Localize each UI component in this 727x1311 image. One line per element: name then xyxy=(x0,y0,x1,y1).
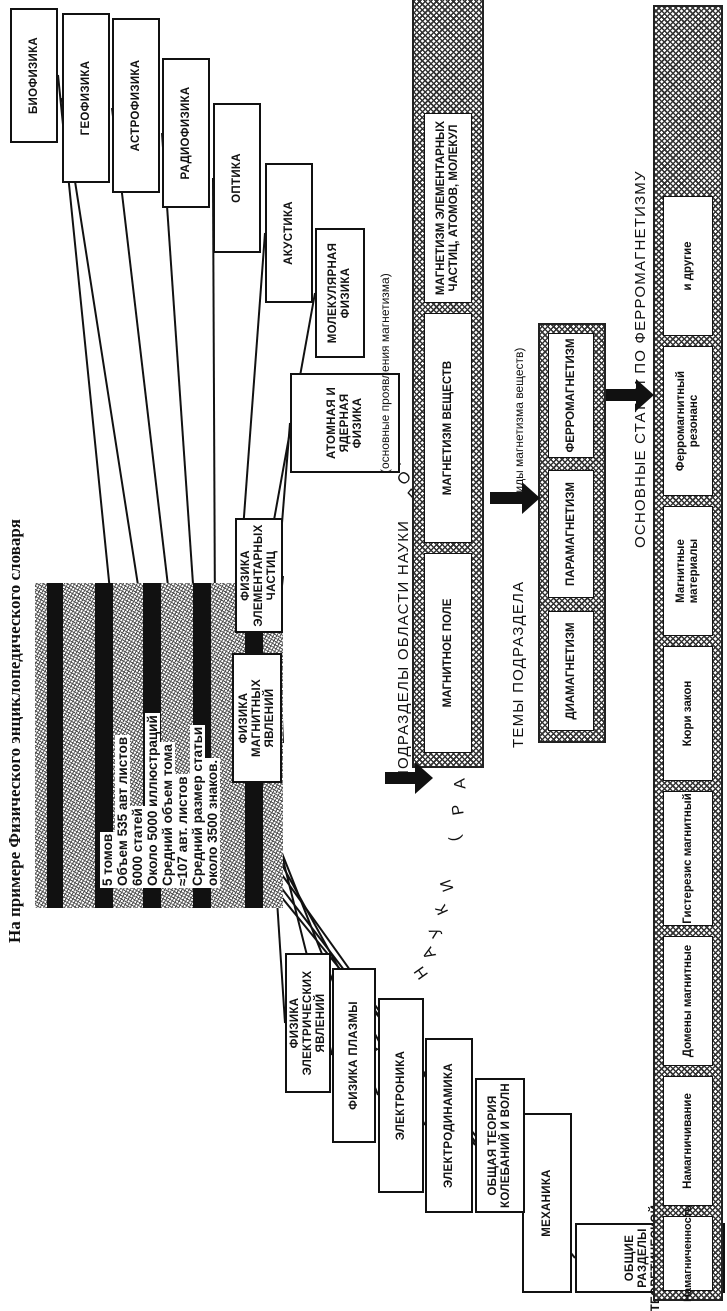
encyclopedia-stats: 5 томов Объем 535 авт листов 6000 статей… xyxy=(100,603,220,888)
subsections-note: (основные проявления магнетизма) xyxy=(378,273,392,473)
arrow-down-icon xyxy=(385,762,433,794)
stat-avg-volume-value: ≈107 авт. листов xyxy=(175,774,190,888)
area-plasma-physics: ФИЗИКА ПЛАЗМЫ xyxy=(332,968,376,1143)
area-electrodynamics: ЭЛЕКТРОДИНАМИКА xyxy=(425,1038,473,1213)
stat-size: Объем 535 авт листов xyxy=(115,734,130,888)
area-radiophysics: РАДИОФИЗИКА xyxy=(162,58,210,208)
article-magnetization: Намагниченность xyxy=(663,1205,713,1302)
area-electric-phenomena: ФИЗИКА ЭЛЕКТРИЧЕСКИХ ЯВЛЕНИЙ xyxy=(285,953,331,1093)
stat-avg-volume-label: Средний объем тома xyxy=(160,742,175,888)
subsections-label: ПОДРАЗДЕЛЫ ОБЛАСТИ НАУКИ xyxy=(395,519,412,781)
article-magnetizing: Намагничивание xyxy=(663,1076,713,1206)
page-title: На примере Физического энциклопедическог… xyxy=(5,519,24,943)
article-magnetic-hysteresis: Гистерезис магнитный xyxy=(663,791,713,926)
connector-line xyxy=(161,132,196,614)
topic-diamagnetism: ДИАМАГНЕТИЗМ xyxy=(548,611,594,731)
subsection-particle-magnetism: МАГНЕТИЗМ ЭЛЕМЕНТАРНЫХ ЧАСТИЦ, АТОМОВ, М… xyxy=(424,113,472,303)
area-biophysics: БИОФИЗИКА xyxy=(10,8,58,143)
area-mechanics: МЕХАНИКА xyxy=(522,1113,572,1293)
arrow-down-icon xyxy=(490,482,540,514)
topics-label: ТЕМЫ ПОДРАЗДЕЛА xyxy=(510,580,527,748)
topic-paramagnetism: ПАРАМАГНЕТИЗМ xyxy=(548,470,594,598)
area-optics: ОПТИКА xyxy=(213,103,261,253)
area-elementary-particles: ФИЗИКА ЭЛЕМЕНТАРНЫХ ЧАСТИЦ xyxy=(235,518,283,633)
article-magnetic-materials: Магнитные материалы xyxy=(663,506,713,636)
stat-illustrations: Около 5000 иллюстраций xyxy=(145,713,160,888)
arrow-down-icon xyxy=(606,379,654,411)
article-curie-law: Кюри закон xyxy=(663,646,713,781)
article-ferromagnetic-resonance: Ферромагнитный резонанс xyxy=(663,346,713,496)
stat-avg-article-label: Средний размер статьи xyxy=(190,724,205,888)
area-acoustics: АКУСТИКА xyxy=(265,163,313,303)
articles-label: ОСНОВНЫЕ СТАТЬИ ПО ФЕРРОМАГНЕТИЗМУ xyxy=(632,170,649,548)
stat-avg-article-value: около 3500 знаков. xyxy=(205,757,220,888)
stat-volumes: 5 томов xyxy=(100,831,115,888)
area-magnetic-phenomena: ФИЗИКА МАГНИТНЫХ ЯВЛЕНИЙ xyxy=(232,653,282,783)
topic-ferromagnetism: ФЕРРОМАГНЕТИЗМ xyxy=(548,333,594,458)
subsection-magnetism-of-substances: МАГНЕТИЗМ ВЕЩЕСТВ xyxy=(424,313,472,543)
arc-letter: А xyxy=(451,777,470,790)
area-molecular-physics: МОЛЕКУЛЯРНАЯ ФИЗИКА xyxy=(315,228,365,358)
area-electronics: ЭЛЕКТРОНИКА xyxy=(378,998,424,1193)
stat-articles: 6000 статей xyxy=(130,806,145,888)
area-oscillations-waves: ОБЩАЯ ТЕОРИЯ КОЛЕБАНИЙ И ВОЛН xyxy=(475,1078,525,1213)
article-and-others: и другие xyxy=(663,196,713,336)
area-astrophysics: АСТРОФИЗИКА xyxy=(112,18,160,193)
subsection-magnetic-field: МАГНИТНОЕ ПОЛЕ xyxy=(424,553,472,753)
article-magnetic-domains: Домены магнитные xyxy=(663,936,713,1066)
book-spine-1 xyxy=(47,583,63,908)
area-geophysics: ГЕОФИЗИКА xyxy=(62,13,110,183)
